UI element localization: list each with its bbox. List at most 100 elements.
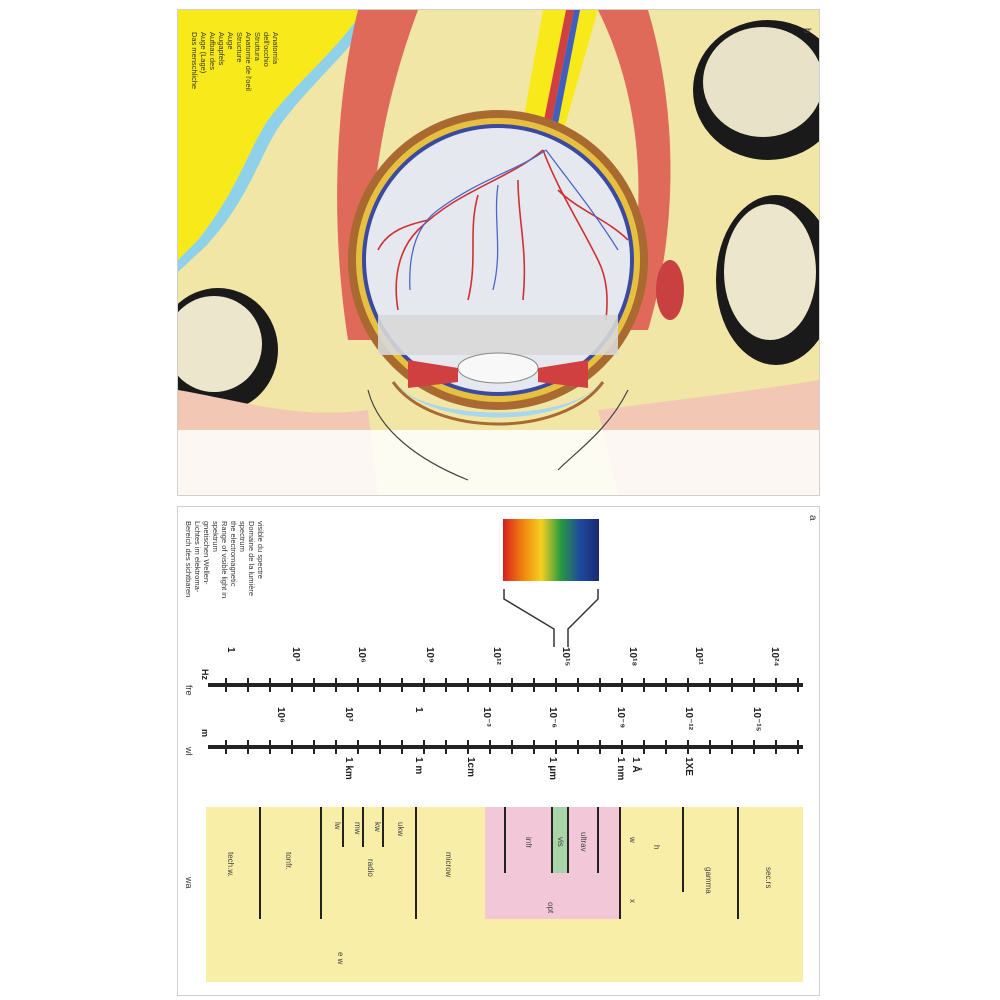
band-label-microw: microw — [444, 852, 453, 878]
freq-label-6: 10¹⁵ — [560, 647, 571, 666]
wl-upper-label-6: 10⁻⁹ — [615, 707, 626, 728]
bottom-caption-line-5: Range of visible light in — [220, 521, 229, 598]
freq-label-1: 1 — [225, 647, 236, 653]
wl-upper-label-7: 10⁻¹² — [683, 707, 694, 731]
frequency-side-label: fre — [184, 685, 194, 696]
wavelength-side-label: wl — [184, 746, 194, 756]
band-label-opt: opt — [546, 902, 555, 914]
bottom-caption-line-6: the electromagnetic — [229, 521, 238, 587]
top-caption-line-2: Auge (Lage) — [199, 32, 208, 74]
optic-vessel-blue — [546, 10, 580, 150]
muscle-right — [598, 10, 671, 330]
bottom-caption-line-2: Lichtes im elektroma- — [193, 521, 202, 593]
sinus-right-inner — [724, 204, 816, 340]
wl-lower-label-3: 1cm — [465, 757, 476, 777]
brain-region — [178, 10, 363, 260]
wl-lower-label-1: 1 km — [343, 757, 354, 780]
bottom-caption-line-3: gnetischen Wellen- — [202, 521, 211, 585]
band-label-vis: vis — [556, 837, 565, 847]
wl-lower-label-7: 1XE — [683, 757, 694, 776]
band-label-h: h — [652, 845, 661, 849]
top-caption-line-6: Structure — [235, 32, 244, 62]
bottom-caption-line-4: spektrum — [211, 521, 220, 552]
freq-label-4: 10⁹ — [424, 647, 435, 663]
band-label-secrs: sec.rs — [764, 867, 773, 888]
visible-spectrum-swatch — [503, 519, 599, 581]
wl-upper-label-8: 10⁻¹⁵ — [751, 707, 762, 732]
freq-label-9: 10²⁴ — [769, 647, 780, 666]
band-label-ukw: ukw — [396, 822, 405, 836]
iris-right — [538, 360, 588, 388]
bottom-caption-line-7: spectrum — [238, 521, 247, 552]
lens — [457, 352, 539, 384]
retinal-vessels-red — [377, 149, 629, 321]
top-caption: Das menschliche Auge (Lage) Aufbau des A… — [190, 32, 280, 91]
sinus-left-inner — [178, 296, 262, 392]
top-caption-line-5: Auge — [226, 32, 235, 50]
top-caption-line-10: Anatomía — [271, 32, 280, 65]
wl-lower-label-4: 1 µm — [547, 757, 558, 780]
bottom-caption: Bereich des sichtbaren Lichtes im elektr… — [184, 521, 265, 598]
wl-lower-label-2: 1 m — [413, 757, 424, 774]
wavelength-upper-labels: 10⁶ 10³ 1 10⁻³ 10⁻⁶ 10⁻⁹ 10⁻¹² 10⁻¹⁵ — [275, 707, 762, 732]
ciliary-body — [378, 315, 618, 355]
band-label-x: x — [628, 899, 637, 903]
bottom-caption-line-8: Domaine de la lumière — [247, 521, 256, 596]
optic-vessel-red — [538, 10, 574, 150]
band-label-techw: tech.w. — [226, 852, 235, 877]
meninges — [178, 10, 378, 272]
wl-upper-label-3: 1 — [413, 707, 424, 713]
sinus-top-right-inner — [703, 27, 819, 137]
eye-anatomy-illustration: Das menschliche Auge (Lage) Aufbau des A… — [178, 10, 819, 495]
band-label-gamma: gamma — [704, 867, 713, 894]
iris-left — [408, 360, 458, 388]
frequency-ticks — [225, 678, 799, 692]
eye-anatomy-panel: Das menschliche Auge (Lage) Aufbau des A… — [178, 10, 819, 495]
freq-label-3: 10⁶ — [356, 647, 367, 663]
top-caption-line-1: Das menschliche — [190, 32, 199, 89]
wavelength-ticks — [225, 740, 799, 754]
spectrum-bracket — [503, 589, 599, 647]
band-label-tonfr: tonfr. — [284, 852, 293, 870]
lower-eyelid-line — [557, 389, 629, 471]
anterior-chamber — [393, 380, 603, 418]
retinal-vessels-blue — [409, 149, 619, 291]
band-label-ew: e w — [336, 952, 345, 965]
band-label-infr: infr — [524, 837, 533, 848]
wavelength-lower-labels: 1 km 1 m 1cm 1 µm 1 nm 1 Å 1XE — [343, 757, 694, 780]
bands-side-label: wa — [184, 876, 194, 889]
top-caption-line-9: dell'occhio — [262, 32, 271, 67]
freq-label-5: 10¹² — [491, 647, 502, 665]
frequency-unit: Hz — [200, 669, 210, 680]
band-label-lw: lw — [333, 822, 342, 830]
wl-upper-label-4: 10⁻³ — [481, 707, 492, 727]
freq-label-7: 10¹⁸ — [627, 647, 638, 666]
band-label-ultrav: ultrav — [579, 832, 588, 852]
spectrum-panel: Bereich des sichtbaren Lichtes im elektr… — [178, 507, 819, 995]
band-dividers — [259, 807, 739, 919]
wl-upper-label-5: 10⁻⁶ — [547, 707, 558, 728]
top-caption-line-3: Aufbau des — [208, 32, 217, 70]
upper-eyelid-line — [367, 389, 469, 481]
band-label-w: w — [628, 836, 637, 843]
bottom-panel-letter: a — [807, 515, 818, 521]
band-label-radio: radio — [366, 859, 375, 877]
top-panel-letter: b — [801, 28, 812, 34]
top-caption-line-8: Struttura — [253, 32, 262, 62]
wl-lower-label-5: 1 nm — [615, 757, 626, 780]
band-label-mw: mw — [353, 822, 362, 835]
spectrum-diagram: Bereich des sichtbaren Lichtes im elektr… — [184, 515, 818, 982]
wl-upper-label-1: 10⁶ — [275, 707, 286, 723]
freq-label-2: 10³ — [290, 647, 301, 662]
wl-lower-label-6: 1 Å — [630, 757, 643, 773]
frequency-labels: 1 10³ 10⁶ 10⁹ 10¹² 10¹⁵ 10¹⁸ 10²¹ 10²⁴ — [225, 647, 780, 666]
top-caption-line-7: Anatomie de l'oeil — [244, 32, 253, 91]
bottom-caption-line-9: visible du spectre — [256, 521, 265, 579]
top-caption-line-4: Augapfels — [217, 32, 226, 66]
visible-band — [552, 807, 568, 873]
bottom-white — [178, 430, 819, 495]
lacrimal-gland — [656, 260, 684, 320]
band-label-kw: kw — [373, 822, 382, 832]
cornea — [391, 381, 605, 426]
freq-label-8: 10²¹ — [693, 647, 704, 665]
